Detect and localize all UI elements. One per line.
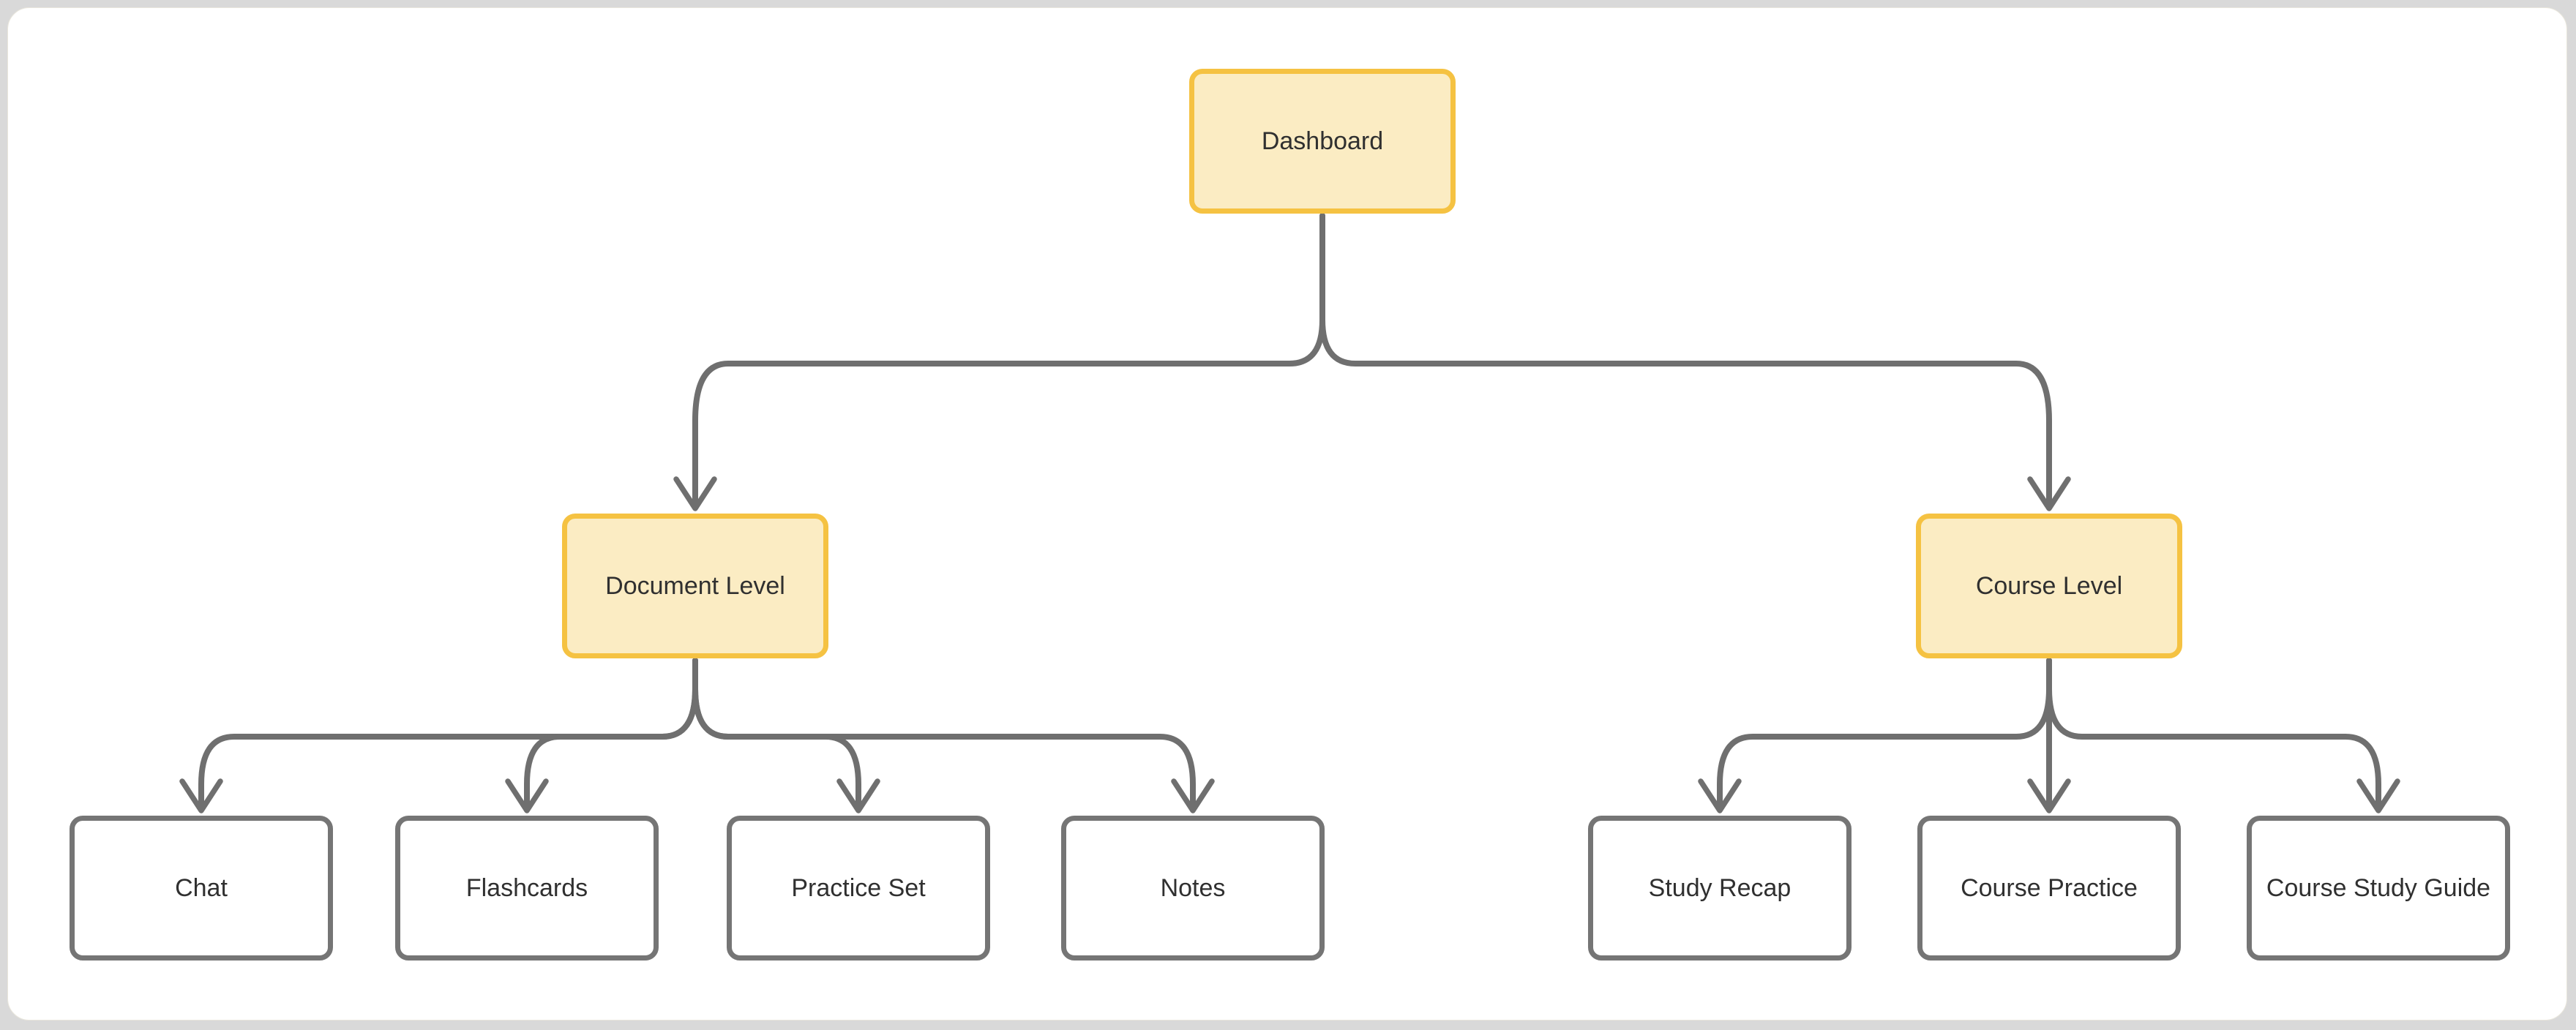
node-label: Dashboard <box>1261 127 1384 155</box>
node-label: Study Recap <box>1648 873 1791 902</box>
node-course-level[interactable]: Course Level <box>1916 514 2182 658</box>
node-label: Flashcards <box>465 873 588 902</box>
node-label: Course Study Guide <box>2266 873 2491 902</box>
node-study-recap[interactable]: Study Recap <box>1588 816 1852 961</box>
node-label: Document Level <box>605 571 785 600</box>
node-document-level[interactable]: Document Level <box>562 514 828 658</box>
node-flashcards[interactable]: Flashcards <box>395 816 659 961</box>
node-chat[interactable]: Chat <box>70 816 333 961</box>
node-course-study-guide[interactable]: Course Study Guide <box>2247 816 2510 961</box>
node-practice-set[interactable]: Practice Set <box>727 816 990 961</box>
node-label: Practice Set <box>791 873 926 902</box>
node-label: Course Practice <box>1961 873 2138 902</box>
node-notes[interactable]: Notes <box>1061 816 1325 961</box>
node-label: Chat <box>175 873 228 902</box>
node-label: Notes <box>1160 873 1226 902</box>
node-course-practice[interactable]: Course Practice <box>1917 816 2181 961</box>
node-label: Course Level <box>1975 571 2123 600</box>
node-dashboard[interactable]: Dashboard <box>1189 69 1456 214</box>
